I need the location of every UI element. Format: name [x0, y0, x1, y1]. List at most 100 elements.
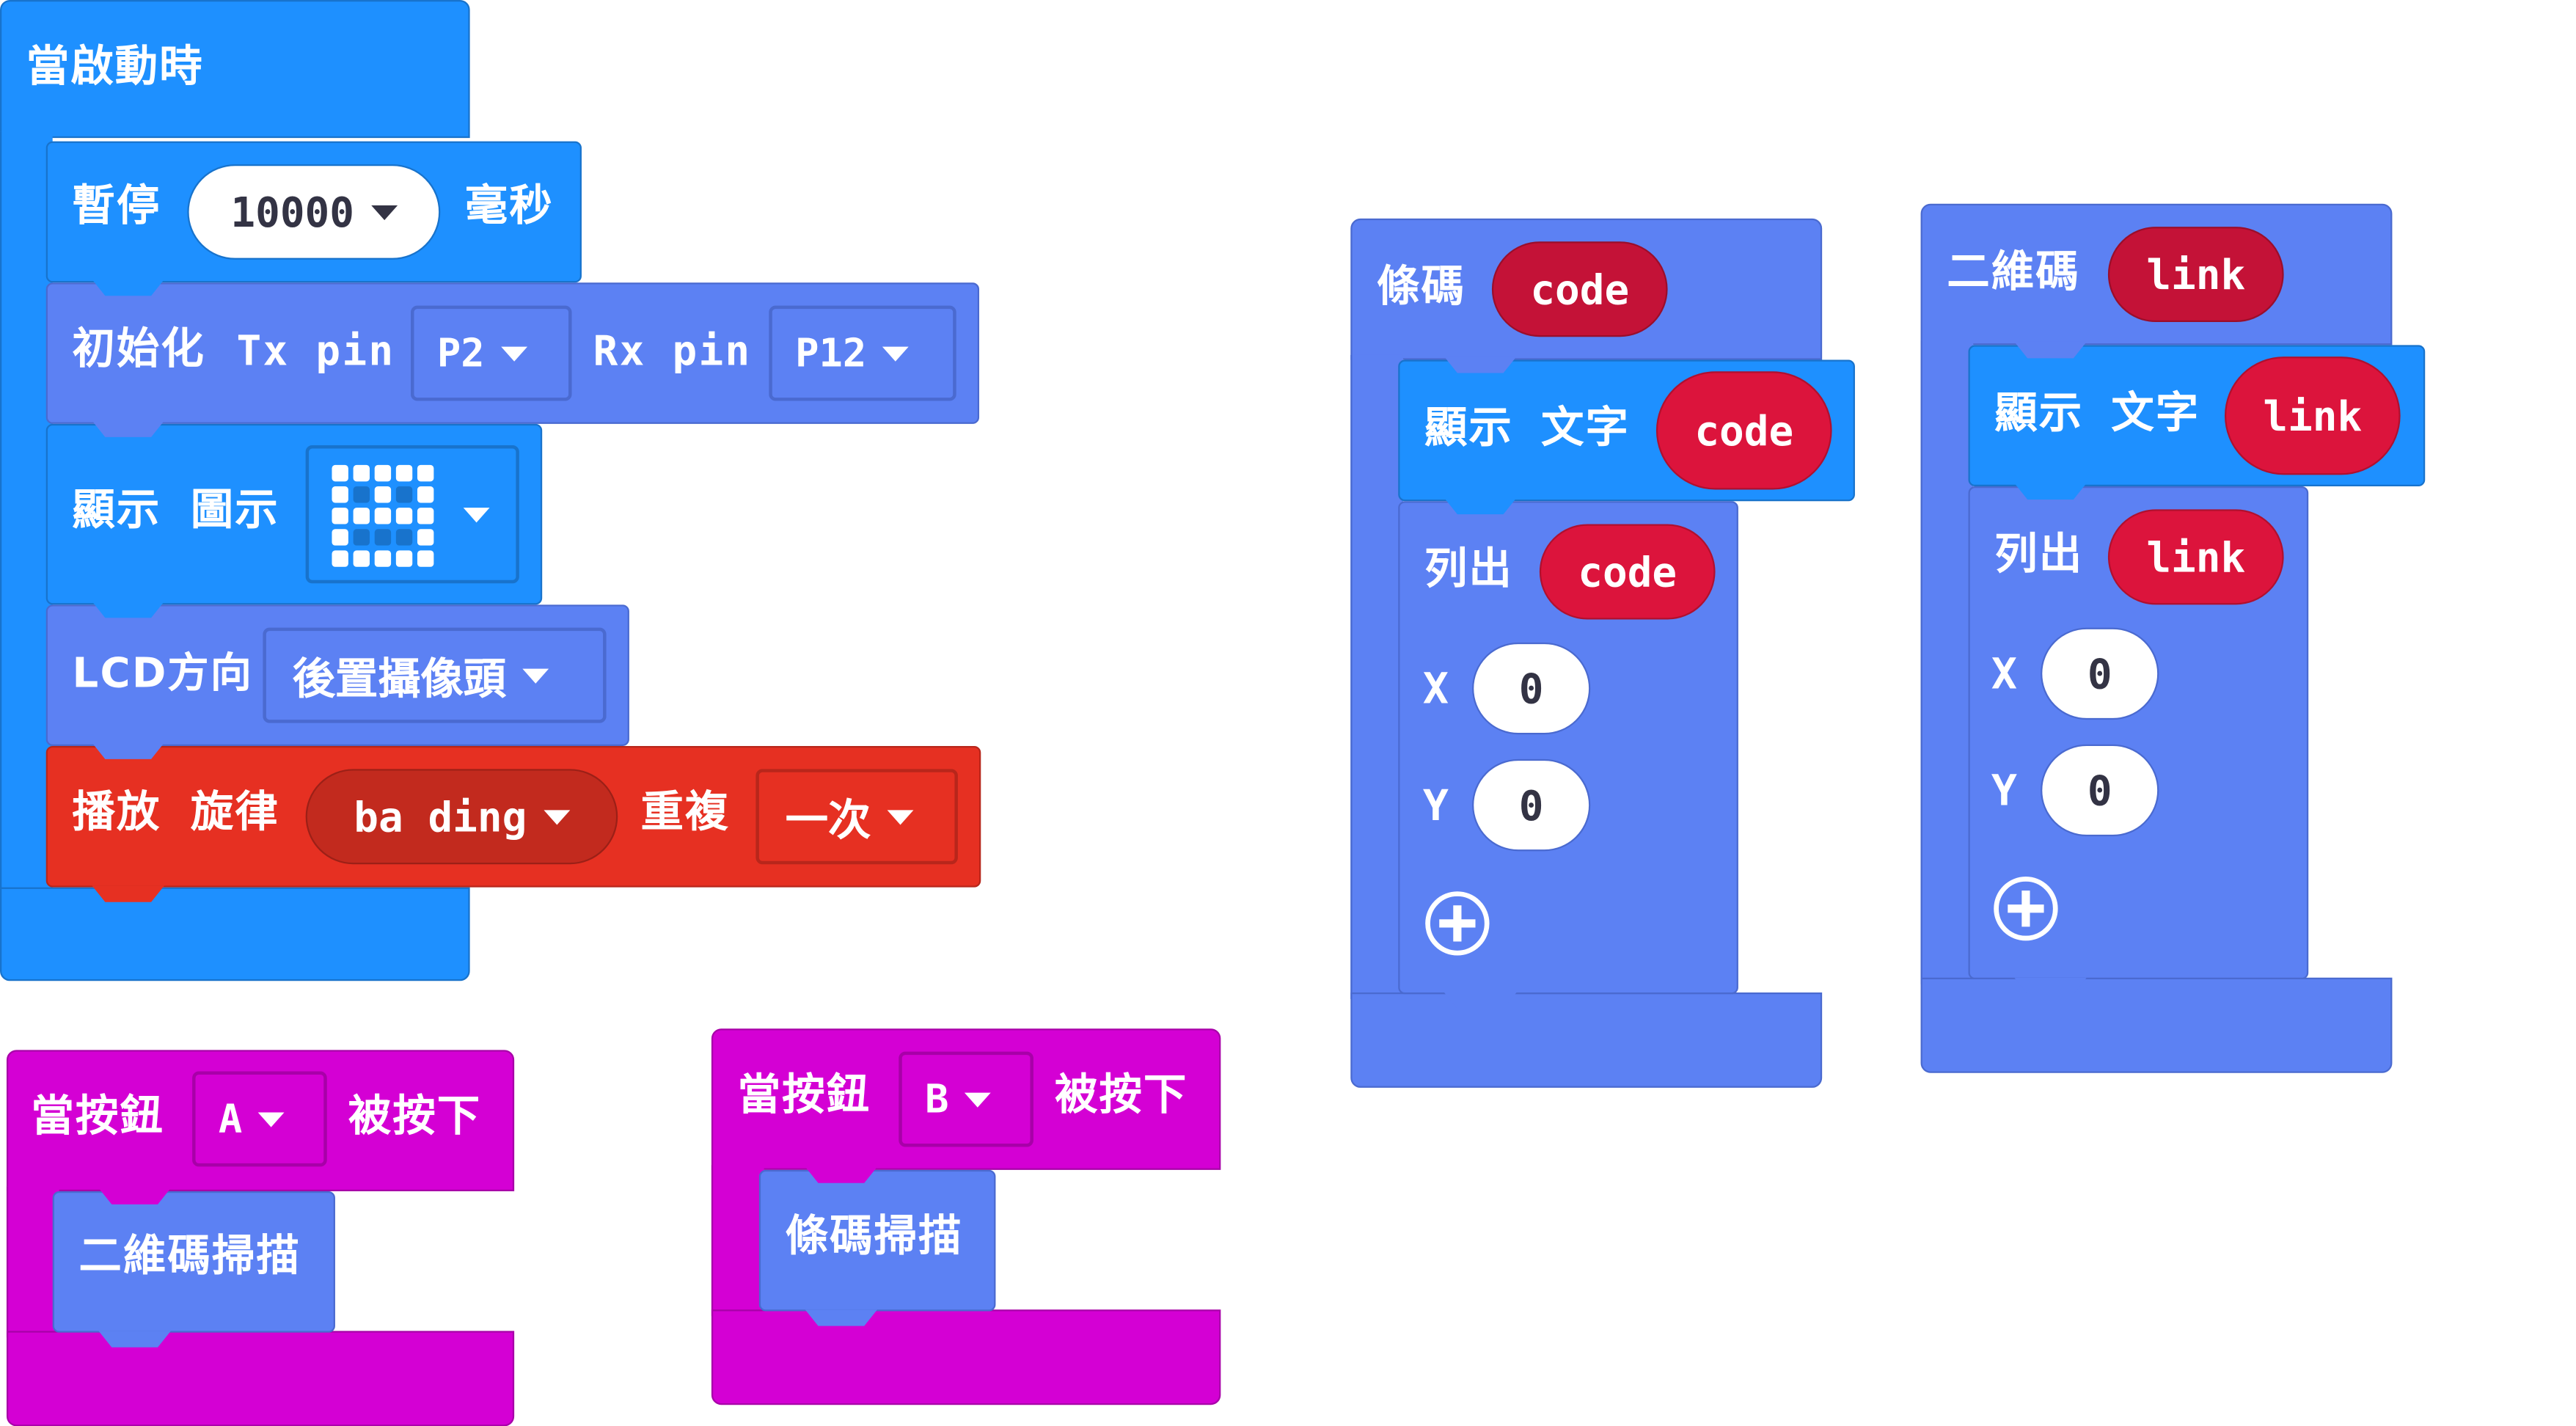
on-button-b-left-bar: [711, 1165, 764, 1317]
led-cell: [353, 550, 370, 567]
connector-notch: [1443, 356, 1517, 373]
led-cell: [374, 529, 392, 546]
qrcode-param-pill[interactable]: link: [2107, 227, 2284, 323]
tx-pin-dropdown[interactable]: P2: [411, 305, 572, 401]
x-input[interactable]: 0: [1472, 642, 1591, 735]
lcd-direction-value: 後置攝像頭: [292, 654, 506, 704]
plus-circle-icon[interactable]: [1423, 889, 1492, 958]
on-start-label: 當啟動時: [26, 43, 204, 92]
plus-circle-icon[interactable]: [1991, 874, 2060, 943]
x-label: X: [1991, 651, 2019, 701]
x-label: X: [1422, 665, 1451, 715]
text-label: 文字: [2111, 389, 2200, 439]
pressed-label: 被按下: [1055, 1071, 1188, 1121]
serial-init-label: 初始化: [72, 325, 206, 375]
qrcode-param-value: link: [2146, 250, 2246, 299]
list-label: 列出: [1424, 545, 1514, 595]
connector-notch: [2014, 341, 2087, 359]
rx-pin-dropdown[interactable]: P12: [769, 305, 956, 401]
led-cell: [374, 550, 392, 567]
dropdown-arrow-icon: [965, 1092, 992, 1107]
icon-label: 圖示: [190, 486, 279, 536]
led-cell: [374, 508, 392, 524]
connector-notch: [2014, 483, 2087, 500]
y-value: 0: [2087, 766, 2112, 814]
dropdown-arrow-icon: [522, 668, 549, 683]
button-b-value: B: [925, 1076, 949, 1122]
pause-unit-label: 毫秒: [464, 182, 554, 232]
list-label: 列出: [1994, 530, 2084, 580]
led-cell: [395, 550, 413, 567]
show-label: 顯示: [72, 486, 161, 536]
led-cell: [417, 486, 434, 503]
barcode-param-pill[interactable]: code: [1491, 241, 1668, 337]
list-value: code: [1578, 548, 1677, 596]
show-label: 顯示: [1424, 404, 1514, 454]
list-value: link: [2146, 533, 2246, 581]
x-input[interactable]: 0: [2041, 627, 2159, 720]
dropdown-arrow-icon: [258, 1111, 285, 1127]
led-cell: [353, 508, 370, 524]
barcode-scan-body: [758, 1169, 996, 1312]
pause-duration-dropdown[interactable]: 10000: [187, 164, 441, 260]
on-start-hat[interactable]: [0, 0, 470, 139]
led-cell: [353, 486, 370, 503]
show-text-value-pill[interactable]: link: [2224, 356, 2401, 475]
connector-notch: [1443, 497, 1517, 515]
on-button-a-footer: [6, 1331, 515, 1426]
on-button-a-left-bar: [6, 1186, 59, 1338]
connector-notch: [1443, 992, 1517, 1009]
on-barcode-left-bar: [1350, 354, 1403, 999]
text-label: 文字: [1541, 404, 1631, 454]
y-input[interactable]: 0: [1472, 758, 1591, 852]
repeat-label: 重複: [640, 789, 730, 838]
button-b-dropdown[interactable]: B: [899, 1051, 1033, 1147]
led-cell: [353, 464, 370, 482]
y-input[interactable]: 0: [2041, 744, 2159, 837]
tx-pin-label: Tx pin: [236, 326, 395, 375]
connector-notch: [92, 601, 164, 618]
rx-pin-label: Rx pin: [593, 326, 752, 375]
lcd-direction-dropdown[interactable]: 後置攝像頭: [263, 627, 607, 723]
on-start-left-bar: [0, 131, 53, 904]
led-cell: [395, 464, 413, 482]
icon-picker-dropdown[interactable]: [305, 445, 519, 584]
led-cell: [353, 529, 370, 546]
melody-label: 旋律: [190, 789, 279, 838]
dropdown-arrow-icon: [543, 809, 570, 824]
repeat-dropdown[interactable]: 一次: [755, 769, 958, 865]
repeat-value: 一次: [785, 796, 871, 846]
dropdown-arrow-icon: [887, 809, 914, 824]
led-cell: [417, 464, 434, 482]
play-label: 播放: [72, 789, 161, 838]
lcd-direction-label: LCD方向: [72, 648, 254, 697]
led-cell: [395, 486, 413, 503]
connector-notch: [92, 279, 164, 296]
connector-notch: [92, 885, 164, 902]
pause-duration-value: 10000: [230, 188, 354, 236]
list-value-pill[interactable]: link: [2107, 509, 2284, 605]
led-cell: [417, 508, 434, 524]
connector-notch: [2014, 977, 2087, 995]
led-cell: [374, 486, 392, 503]
connector-notch: [92, 742, 164, 759]
qrcode-scan-body: [52, 1191, 335, 1333]
connector-notch: [805, 1166, 878, 1183]
led-cell: [374, 464, 392, 482]
show-icon-body: [45, 423, 543, 605]
rx-pin-value: P12: [795, 330, 867, 376]
led-cell: [332, 508, 348, 524]
list-value-pill[interactable]: code: [1539, 524, 1716, 620]
on-qrcode-label: 二維碼: [1947, 248, 2080, 298]
dropdown-arrow-icon: [463, 508, 490, 523]
on-start-footer: [0, 887, 470, 981]
y-label: Y: [1422, 782, 1451, 832]
button-a-dropdown[interactable]: A: [192, 1071, 327, 1167]
led-cell: [417, 529, 434, 546]
show-label: 顯示: [1994, 389, 2084, 439]
connector-notch: [98, 1188, 171, 1204]
led-cell: [332, 529, 348, 546]
melody-dropdown[interactable]: ba ding: [305, 769, 618, 865]
tx-pin-value: P2: [436, 330, 485, 376]
show-text-value-pill[interactable]: code: [1655, 371, 1832, 490]
